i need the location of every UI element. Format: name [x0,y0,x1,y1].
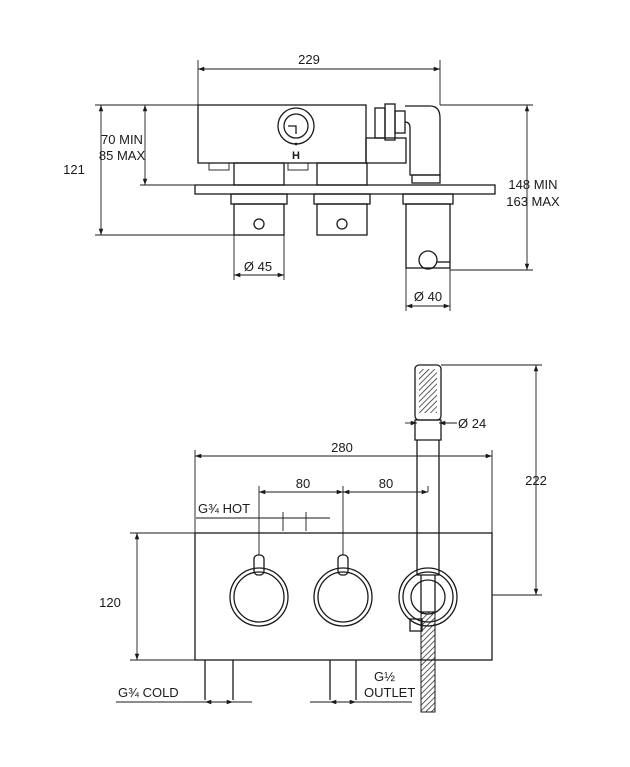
depth-max-label: 85 MAX [99,148,146,163]
h-marker-dot [294,142,298,146]
side-view: H [63,52,560,311]
inlet-pipes [204,660,357,700]
hose-connector [409,618,423,632]
handshower-dia-label: Ø 24 [458,416,486,431]
handle-left [230,162,288,236]
handle-middle [313,162,371,236]
hand-shower [414,364,442,613]
body-clip-left [208,162,230,171]
front-handle-left [229,554,289,627]
hand-depth-min-label: 148 MIN [508,177,557,192]
handle-dia-label: Ø 45 [244,259,272,274]
outlet-label: OUTLET [364,685,415,700]
front-width-label: 280 [331,440,353,455]
body-clip-right [287,162,309,171]
h-marker-icon: H [292,150,300,162]
hand-depth-max-label: 163 MAX [506,194,560,209]
front-height-label: 120 [99,595,121,610]
wall-plate [194,184,496,195]
elbow-fitting [365,103,441,184]
port-icon [277,107,315,145]
height-label: 121 [63,162,85,177]
depth-min-label: 70 MIN [101,132,143,147]
front-handle-middle [313,554,373,627]
spacing-left-label: 80 [296,476,310,491]
spacing-right-label: 80 [379,476,393,491]
width-label: 229 [298,52,320,67]
front-view: 280 80 80 G¾ HOT 120 G¾ COLD G½ OUTLET Ø… [99,364,547,713]
outlet-holder [402,193,454,270]
cold-label: G¾ COLD [118,685,179,700]
front-plate [194,532,493,661]
outlet-dia-label: Ø 40 [414,289,442,304]
hot-label: G¾ HOT [198,501,250,516]
shower-hose [420,611,436,713]
outlet-size-label: G½ [374,669,395,684]
handshower-height-label: 222 [525,473,547,488]
hot-pipe-marker [258,512,330,531]
